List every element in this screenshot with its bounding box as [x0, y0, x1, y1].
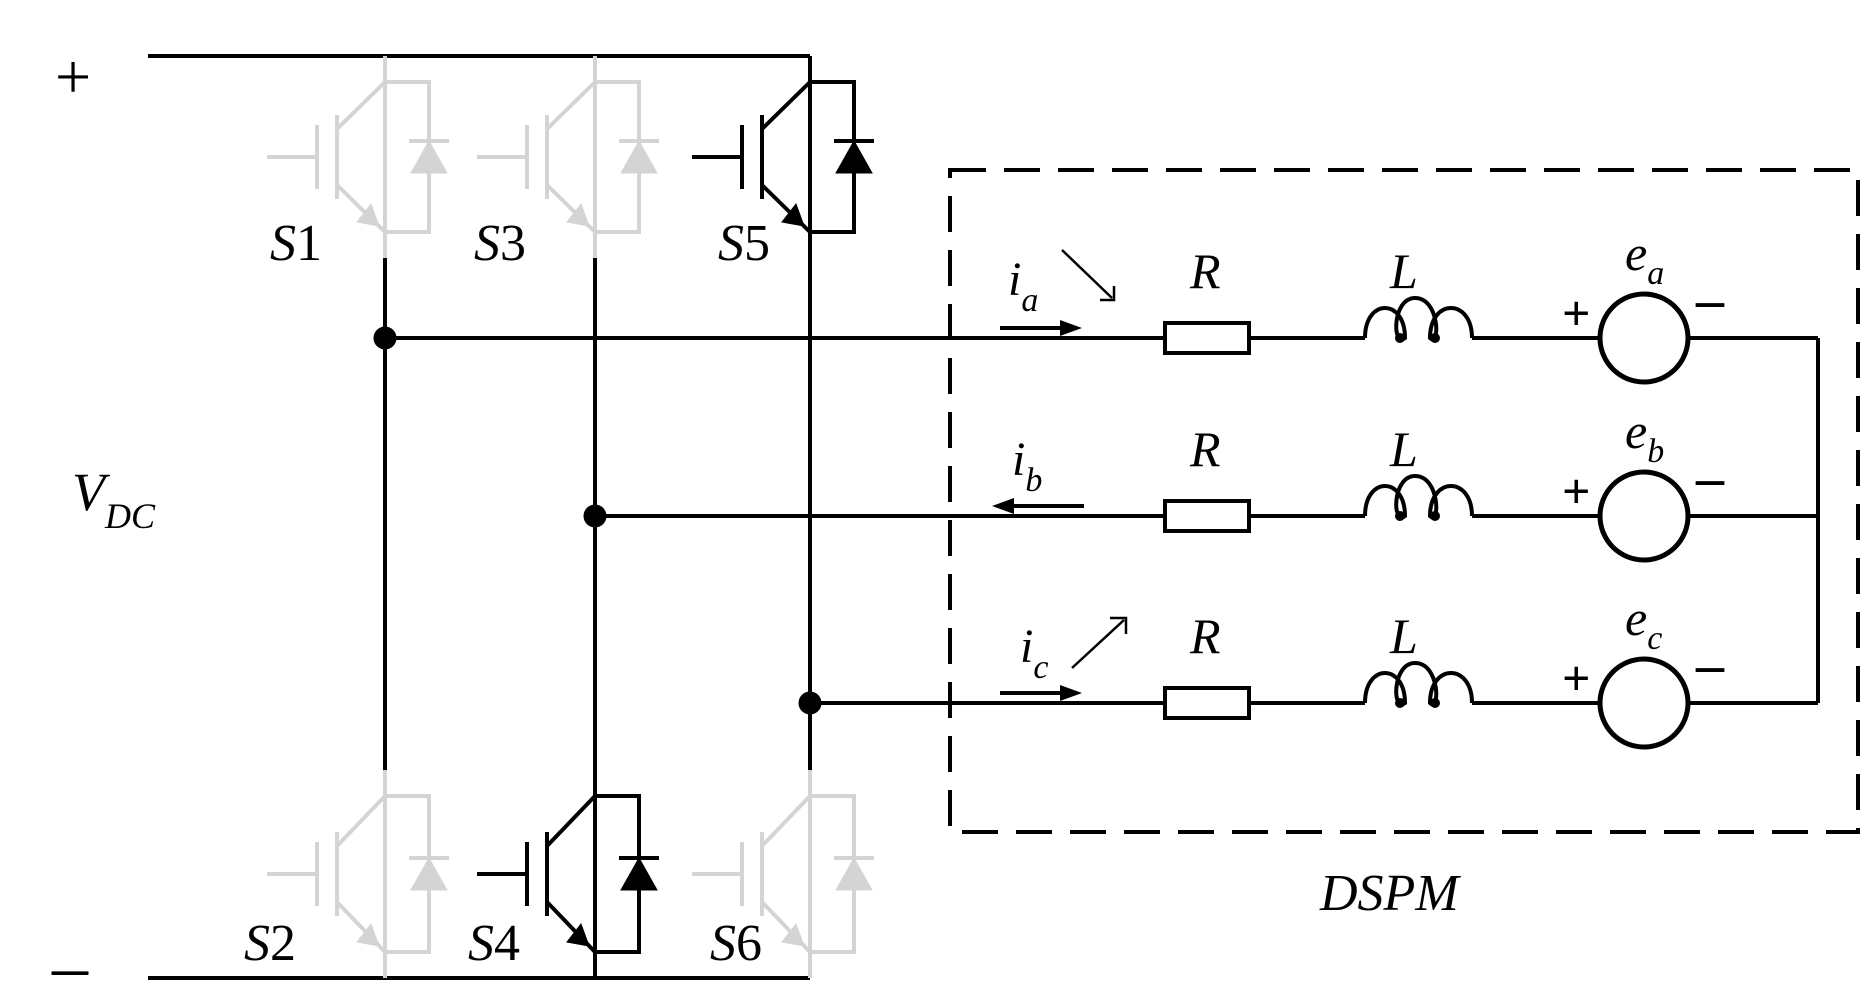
inductor-b — [1363, 473, 1474, 520]
inductor-a — [1363, 295, 1474, 342]
current-arrowhead — [1060, 685, 1082, 701]
emf-plus-sign: + — [1562, 285, 1591, 341]
igbt-collector — [545, 794, 597, 848]
switch-label-s4: S4 — [468, 915, 520, 972]
resistor-a — [1163, 321, 1251, 355]
emf-source-a — [1597, 291, 1691, 385]
current-label-b: ib — [1012, 433, 1042, 499]
switch-s3 — [477, 80, 659, 234]
inductor-label: L — [1389, 608, 1418, 664]
switch-label-s1: S1 — [270, 215, 322, 272]
switch-label-s2: S2 — [244, 915, 296, 972]
current-label-c: ic — [1020, 620, 1048, 686]
diagonal-arrow-a — [1061, 249, 1113, 299]
inductor-label: L — [1389, 243, 1418, 299]
igbt-collector — [760, 80, 812, 131]
emf-plus-sign: + — [1562, 650, 1591, 706]
inductor-dot — [1395, 333, 1405, 343]
emf-plus-sign: + — [1562, 463, 1591, 519]
dc-plus-label: + — [55, 41, 91, 112]
igbt-emitter-arrow — [566, 922, 590, 947]
igbt-emitter-arrow — [356, 202, 380, 227]
resistor-label: R — [1189, 608, 1221, 664]
switch-s4 — [477, 794, 659, 954]
inductor-label: L — [1389, 421, 1418, 477]
inductor-dot — [1430, 333, 1440, 343]
diode-triangle — [835, 856, 873, 891]
inductor-c — [1363, 660, 1474, 707]
emf-minus-sign: – — [1695, 447, 1725, 509]
switch-s2 — [267, 794, 449, 954]
switch-label-s3: S3 — [474, 215, 526, 272]
diagonal-arrow-c — [1071, 619, 1125, 669]
emf-minus-sign: – — [1695, 269, 1725, 331]
resistor-b — [1163, 499, 1251, 533]
emf-minus-sign: – — [1695, 634, 1725, 696]
igbt-emitter-arrow — [781, 922, 805, 947]
switch-s5 — [692, 80, 874, 234]
dc-minus-label: – — [51, 926, 89, 995]
current-arrows — [992, 320, 1084, 701]
emf-source-b — [1597, 469, 1691, 563]
emf-label: eb — [1625, 403, 1664, 470]
current-arrowhead — [992, 498, 1014, 514]
phase-a-branch: R L + –ea — [1160, 225, 1818, 385]
junction-a — [373, 326, 397, 350]
igbt-collector — [545, 80, 597, 131]
diode-triangle — [620, 139, 658, 174]
switch-label-s6: S6 — [710, 915, 762, 972]
resistor-label: R — [1189, 243, 1221, 299]
igbt-collector — [335, 794, 387, 848]
inductor-dot — [1430, 698, 1440, 708]
diode-triangle — [410, 856, 448, 891]
igbt-emitter-arrow — [566, 202, 590, 227]
diode-triangle — [620, 856, 658, 891]
current-label-a: ia — [1008, 253, 1038, 319]
diagonal-arrowhead-c — [1110, 616, 1128, 634]
vdc-label: VDC — [72, 462, 156, 536]
phase-b-branch: R L + –eb — [1160, 403, 1818, 563]
resistor-c — [1163, 686, 1251, 720]
junction-c — [798, 691, 822, 715]
igbt-collector — [760, 794, 812, 848]
igbt-emitter-arrow — [356, 922, 380, 947]
emf-source-c — [1597, 656, 1691, 750]
inductor-dot — [1395, 511, 1405, 521]
inductor-dot — [1395, 698, 1405, 708]
current-arrowhead — [1060, 320, 1082, 336]
inductor-dot — [1430, 511, 1440, 521]
switch-s1 — [267, 80, 449, 234]
diode-triangle — [410, 139, 448, 174]
diagonal-arrowhead-a — [1100, 286, 1116, 302]
resistor-label: R — [1189, 421, 1221, 477]
diode-triangle — [835, 139, 873, 174]
igbt-emitter-arrow — [781, 202, 805, 227]
switch-label-s5: S5 — [718, 215, 770, 272]
dspm-boundary — [948, 168, 1860, 834]
igbt-collector — [335, 80, 387, 131]
emf-label: ea — [1625, 225, 1664, 292]
switch-s6 — [692, 794, 874, 954]
phase-c-branch: R L + –ec — [1160, 590, 1818, 750]
junction-b — [583, 504, 607, 528]
dspm-label: DSPM — [1319, 865, 1461, 922]
emf-label: ec — [1625, 590, 1662, 657]
